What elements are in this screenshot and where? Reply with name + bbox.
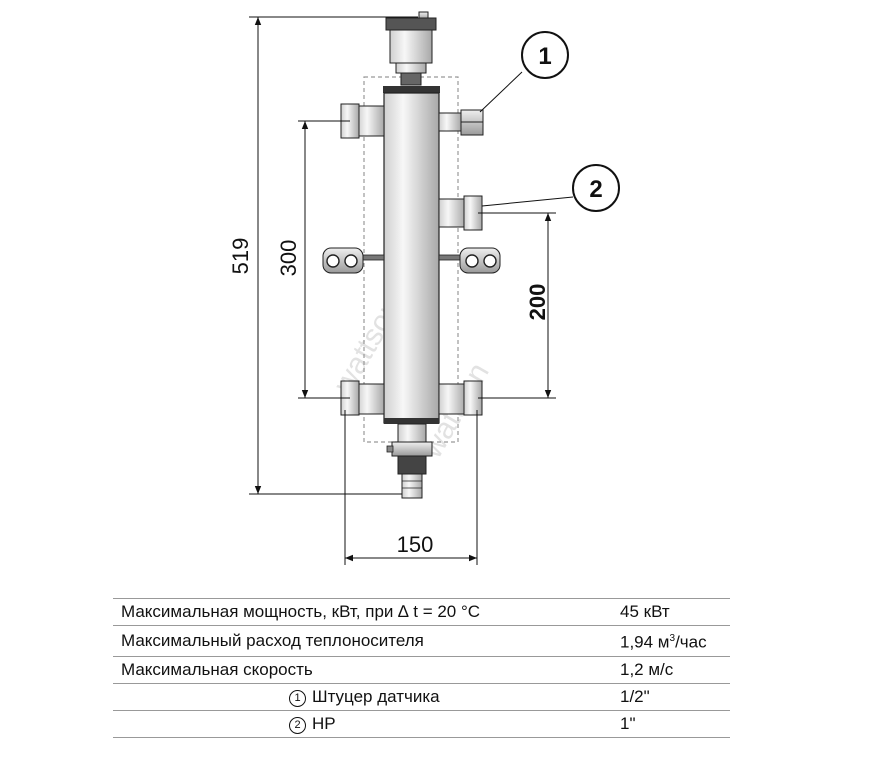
spec-value: 1/2" <box>612 683 730 711</box>
hydraulic-separator-drawing: wattson wattson <box>228 11 620 565</box>
specs-table: Максимальная мощность, кВт, при ∆ t = 20… <box>113 598 730 738</box>
air-vent <box>385 11 437 86</box>
dimension-label-150: 150 <box>397 532 434 557</box>
hp-branch <box>438 195 483 231</box>
callout-1: 1 <box>479 31 569 113</box>
table-row: Максимальный расход теплоносителя 1,94 м… <box>113 625 730 657</box>
callout-2: 2 <box>481 164 620 212</box>
dimension-width <box>344 410 478 565</box>
dimension-lower-spacing <box>478 212 556 399</box>
marker-2: 2 <box>289 716 306 734</box>
table-row: Максимальная скорость 1,2 м/с <box>113 656 730 684</box>
dimension-upper-spacing <box>298 120 350 399</box>
spec-value: 45 кВт <box>612 598 730 626</box>
right-bracket <box>438 247 501 274</box>
dimension-label-200: 200 <box>525 284 550 321</box>
right-lower-branch <box>438 380 483 416</box>
spec-value: 1" <box>612 710 730 738</box>
left-bracket <box>322 247 385 274</box>
drain-valve <box>386 423 433 499</box>
spec-value: 1,2 м/с <box>612 656 730 684</box>
callout-2-number: 2 <box>589 176 602 203</box>
spec-label: Максимальная скорость <box>113 656 612 684</box>
marker-1: 1 <box>289 689 306 707</box>
spec-value: 1,94 м3/час <box>612 625 730 657</box>
sensor-socket <box>438 109 484 136</box>
dimension-label-300: 300 <box>276 240 301 277</box>
spec-label: Максимальный расход теплоносителя <box>113 625 612 657</box>
separator-body <box>383 86 440 424</box>
dimension-total-height <box>249 16 418 495</box>
dimension-label-519: 519 <box>228 238 253 275</box>
callout-1-number: 1 <box>538 43 551 70</box>
spec-label: Максимальная мощность, кВт, при ∆ t = 20… <box>113 598 612 626</box>
table-row: Максимальная мощность, кВт, при ∆ t = 20… <box>113 598 730 626</box>
